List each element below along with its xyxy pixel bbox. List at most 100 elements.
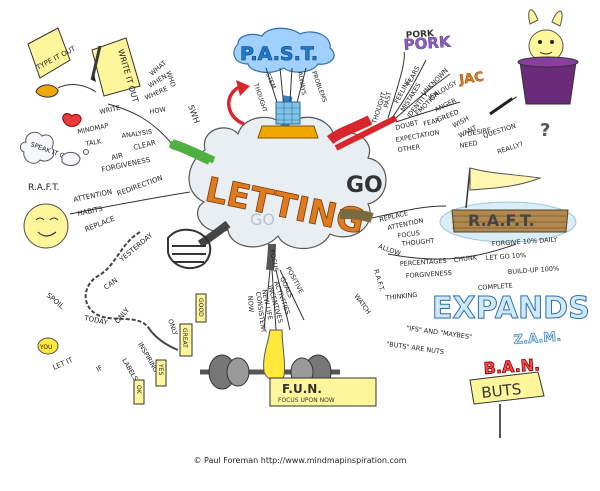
wh-where: WHERE bbox=[144, 85, 169, 102]
chunk-label: CHUNK bbox=[453, 254, 478, 264]
past-stem-label: STEM bbox=[264, 72, 277, 90]
word-really: REALLY? bbox=[496, 140, 524, 156]
past-cloud bbox=[233, 27, 335, 73]
forgiveness-right-label: FORGIVENESS bbox=[406, 269, 453, 280]
branch-identity bbox=[326, 115, 373, 145]
you-label: YOU bbox=[39, 344, 52, 351]
chain-coil-icon bbox=[167, 228, 212, 270]
past-tower-grid bbox=[276, 102, 300, 124]
cloud-shape bbox=[188, 116, 387, 249]
speak-it-out-bubble bbox=[19, 131, 55, 164]
thinking-label: THINKING bbox=[384, 291, 417, 302]
word-fears: FEARS bbox=[405, 65, 422, 87]
fear-branch-lines bbox=[387, 51, 461, 123]
rabbit-ears bbox=[528, 9, 563, 27]
raft-flag bbox=[469, 167, 542, 191]
pencil-icon bbox=[90, 45, 102, 81]
spoil-label: SPOIL bbox=[45, 291, 66, 310]
past-thought-label: THOUGHT bbox=[252, 82, 268, 114]
question-mark-icon: ? bbox=[540, 120, 550, 141]
air-label: AIR bbox=[111, 151, 124, 162]
tag-great bbox=[179, 323, 193, 357]
tag-good-label: GOOD bbox=[197, 298, 204, 317]
rabbit-hat-icon bbox=[489, 9, 579, 116]
complete-label: COMPLETE bbox=[478, 282, 513, 292]
you-blob bbox=[37, 337, 59, 355]
zam-title: Z.A.M. bbox=[513, 330, 561, 348]
clear-label: CLEAR bbox=[133, 139, 157, 152]
focus-branch-lines bbox=[263, 269, 305, 331]
forgiveness-left-label: FORGIVENESS bbox=[101, 156, 152, 174]
magic-hat bbox=[519, 61, 577, 105]
write-it-out-note bbox=[91, 37, 141, 97]
past-problems-label: PROBLEMS bbox=[310, 70, 328, 103]
only-label: ONLY bbox=[113, 306, 131, 325]
wh-how: HOW bbox=[149, 105, 167, 116]
analysis-label: ANALYSIS bbox=[121, 128, 152, 140]
now-label: NOW bbox=[246, 296, 255, 313]
raft-mast bbox=[465, 167, 471, 209]
buildup-label: BUILD-UP 100% bbox=[508, 264, 560, 276]
chain-links bbox=[84, 231, 151, 331]
mindmap-label: MINDMAP bbox=[77, 122, 109, 136]
attention-label: ATTENTION bbox=[73, 188, 113, 204]
fun-stand bbox=[263, 329, 286, 382]
past-tower-base bbox=[257, 125, 319, 139]
past-tower bbox=[275, 101, 301, 125]
branch-chains bbox=[197, 220, 231, 248]
habits-label: HABITS bbox=[77, 205, 104, 218]
raft-thought: THOUGHT bbox=[400, 237, 434, 248]
watch-label: WATCH bbox=[352, 292, 372, 315]
ban-title: B.A.N. bbox=[483, 355, 541, 378]
fun-group: FOCUS POSITIVE GOALS ACTIVITIES INCENTIV… bbox=[200, 249, 377, 407]
past-arrow-head bbox=[236, 80, 250, 96]
fun-title: F.U.N. bbox=[282, 382, 322, 396]
left-raft-group: R.A.F.T. ATTENTION HABITS REPLACE REDIRE… bbox=[23, 174, 191, 249]
identity-bar bbox=[334, 115, 398, 151]
buts-nuts-label: "BUTS" ARE NUTS bbox=[386, 340, 445, 356]
focus-label: FOCUS bbox=[268, 249, 280, 272]
write-label: WRITE bbox=[99, 104, 121, 116]
yesterday-label: YESTERDAY bbox=[117, 231, 154, 264]
raft-thinking-label: R.A.F.T. bbox=[372, 268, 386, 292]
fun-subtitle: FOCUS UPON NOW bbox=[278, 397, 335, 404]
word-other: OTHER bbox=[397, 143, 421, 154]
tag-ok-label: OK bbox=[135, 385, 142, 395]
center-watermark-text: GO bbox=[250, 210, 275, 229]
talk-label: TALK bbox=[84, 137, 103, 148]
word-need: NEED bbox=[459, 139, 478, 150]
identity-group: PORK PORK JAC PAST THOUGHT FEELING FEARS… bbox=[334, 29, 550, 156]
today-label: TODAY bbox=[83, 314, 109, 327]
letgo-label: LET GO 10% bbox=[486, 251, 527, 262]
buts-title: BUTS bbox=[481, 380, 523, 402]
redirection-label: REDIRECTION bbox=[116, 174, 164, 198]
tag-ok bbox=[133, 379, 145, 405]
tag-only-label: ONLY bbox=[166, 318, 179, 336]
tag-good bbox=[195, 293, 207, 323]
forgiveness-bar bbox=[168, 140, 216, 164]
chains-group: YESTERDAY CAN ONLY SPOIL YOU TODAY LET I… bbox=[37, 228, 212, 405]
percentages-label: PERCENTAGES bbox=[400, 257, 447, 268]
raft-title-right: R.A.F.T. bbox=[468, 211, 535, 230]
tag-yes-label: YES bbox=[157, 363, 164, 375]
tag-yes bbox=[155, 359, 167, 387]
pork-title: PORK bbox=[403, 33, 452, 54]
word-question: QUESTION bbox=[482, 122, 517, 140]
word-expectation: EXPECTATION bbox=[395, 128, 440, 144]
ifs-maybes-label: "IFS" AND "MAYBES" bbox=[406, 324, 473, 341]
central-cloud: GO LETTING GO bbox=[188, 116, 387, 249]
raft-right-group: R.A.F.T. REPLACE ATTENTION FOCUS THOUGHT… bbox=[352, 167, 590, 438]
past-group: P.A.S.T. STEM THOUGHT ALWAYS PROBLEMS bbox=[227, 27, 335, 139]
raft-left-label: R.A.F.T. bbox=[28, 183, 60, 193]
center-title-go: GO bbox=[346, 173, 383, 198]
word-fear: FEAR bbox=[423, 116, 442, 128]
left-upper-group: TYPE IT OUT WRITE IT OUT WHO WHAT WHEN W… bbox=[19, 27, 216, 174]
expands-title: EXPANDS bbox=[432, 291, 590, 326]
tag-great-label: GREAT bbox=[181, 328, 188, 348]
past-title: P.A.S.T. bbox=[240, 43, 318, 65]
pork-label: PORK bbox=[406, 29, 436, 41]
footer-credit: © Paul Foreman http://www.mindmapinspira… bbox=[193, 456, 407, 465]
word-past: PAST bbox=[382, 91, 393, 108]
replace-label: REPLACE bbox=[84, 215, 116, 234]
